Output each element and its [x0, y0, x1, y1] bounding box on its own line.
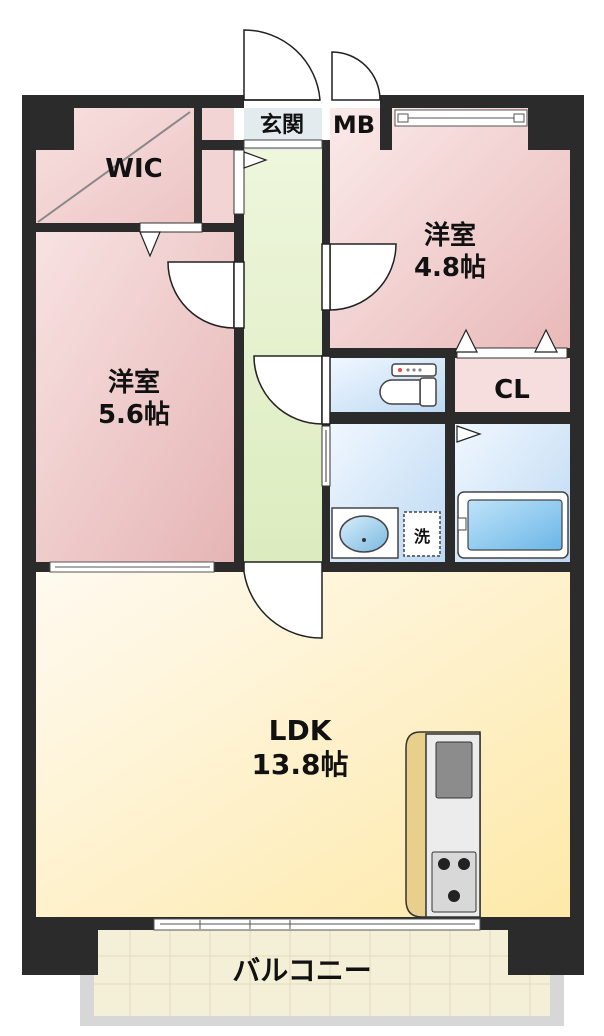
wic-label: WIC — [105, 154, 162, 184]
ldk-name: LDK — [269, 714, 333, 747]
west-bedroom-size: 5.6帖 — [98, 400, 170, 430]
window-ldk — [153, 918, 481, 931]
washer-space — [403, 511, 441, 557]
door-wic — [139, 222, 203, 233]
ldk-size: 13.8帖 — [251, 748, 348, 781]
door-closet — [456, 347, 568, 359]
mb-label: MB — [333, 111, 375, 139]
closet-floor — [455, 358, 570, 412]
door-washroom — [321, 425, 331, 487]
door-west-bedroom — [167, 261, 245, 329]
door-ldk — [243, 561, 323, 639]
door-arrow-markers — [139, 151, 558, 443]
door-east-bedroom — [321, 243, 397, 311]
toilet-fixture — [379, 363, 437, 407]
entrance-step-line — [243, 139, 323, 149]
door-storage — [233, 149, 245, 215]
washbasin-fixture — [331, 507, 399, 559]
window-east-bedroom — [394, 109, 528, 127]
closet-label: CL — [494, 375, 530, 405]
east-bedroom-name: 洋室 — [424, 220, 476, 251]
storage-floor — [202, 108, 234, 223]
mb-door — [331, 51, 381, 101]
bathtub-fixture — [457, 491, 569, 559]
entrance-door — [243, 29, 321, 101]
door-toilet — [253, 355, 331, 425]
west-bedroom-name: 洋室 — [108, 367, 160, 398]
east-bedroom-size: 4.8帖 — [414, 253, 486, 283]
washer-label: 洗 — [414, 527, 430, 546]
window-west-bedroom — [49, 561, 215, 573]
entrance-label: 玄関 — [260, 112, 304, 138]
kitchen-counter — [405, 731, 481, 918]
wic-diagonal-line — [37, 111, 191, 223]
balcony-label: バルコニー — [232, 954, 371, 987]
